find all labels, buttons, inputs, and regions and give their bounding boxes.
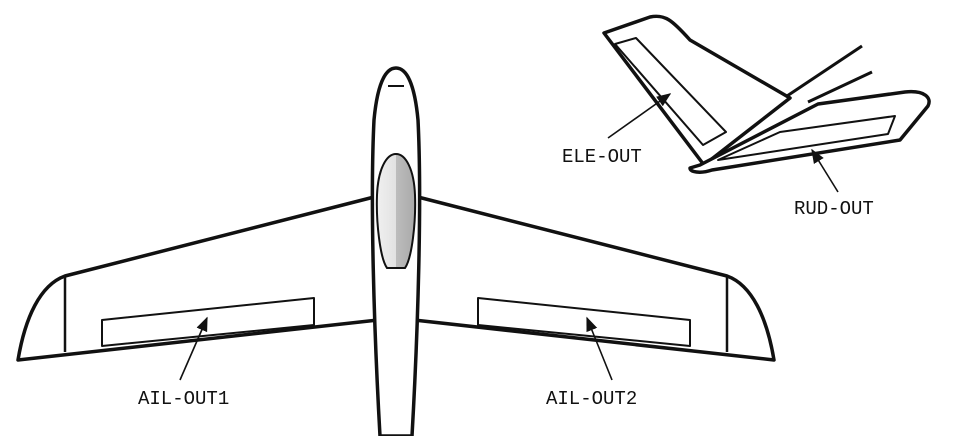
rudder-hinge-panel: [717, 115, 896, 161]
label-ail-out2: AIL-OUT2: [546, 388, 637, 410]
tail-boom-upper: [777, 44, 863, 104]
canopy: [375, 152, 417, 269]
elevator-hinge-panel: [614, 37, 727, 146]
tail-section: [602, 14, 931, 174]
label-rud-out: RUD-OUT: [794, 198, 874, 220]
ail-out2-arrow: [586, 316, 613, 381]
rudder-surface: [688, 89, 931, 174]
left-aileron: [101, 297, 315, 347]
airplane-top-view: [16, 66, 776, 436]
ele-out-arrow: [607, 93, 672, 139]
label-ele-out: ELE-OUT: [562, 146, 642, 168]
ail-out1-arrow: [179, 316, 208, 381]
left-wing: [16, 194, 380, 362]
tail-boom-lower: [807, 70, 873, 104]
right-aileron: [477, 297, 691, 347]
rud-out-arrow: [811, 148, 839, 193]
label-ail-out1: AIL-OUT1: [138, 388, 229, 410]
